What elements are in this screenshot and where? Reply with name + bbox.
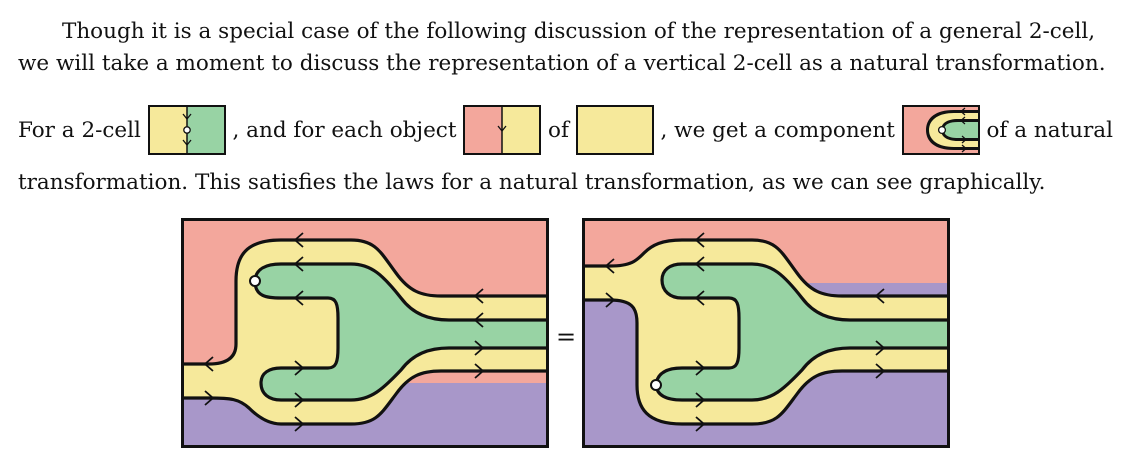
diagram-component <box>901 105 980 155</box>
naturality-diagram-right <box>582 218 950 448</box>
text-for-each-object: , and for each object <box>232 117 457 143</box>
text-for-a-2cell: For a 2-cell <box>18 117 141 143</box>
diagram-yellow-object <box>575 105 654 155</box>
text-of-a-natural: of a natural <box>986 117 1113 143</box>
naturality-diagram-left <box>181 218 549 448</box>
paragraph-line-4: transformation. This satisfies the laws … <box>18 170 1046 195</box>
paragraph-line-1: Though it is a special case of the follo… <box>62 19 1096 44</box>
text-of: of <box>548 117 569 143</box>
diagram-2cell <box>147 105 226 155</box>
equals-sign: = <box>556 323 577 351</box>
text-we-get-a-component: , we get a component <box>660 117 895 143</box>
paragraph-line-3: For a 2-cell , and for each object of , … <box>18 105 1113 155</box>
paragraph-line-2: we will take a moment to discuss the rep… <box>18 51 1106 76</box>
diagram-object <box>463 105 542 155</box>
